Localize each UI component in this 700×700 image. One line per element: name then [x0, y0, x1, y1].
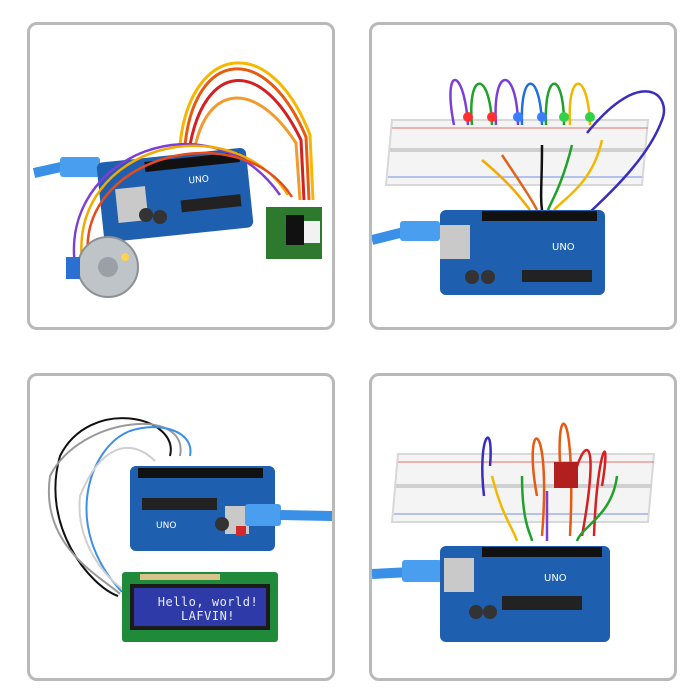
led-red-2 [487, 112, 497, 122]
board-label: UNO [544, 573, 567, 584]
stepper-driver-board [266, 207, 322, 259]
led-scene: UNO [372, 78, 666, 295]
stepper-scene: UNO [32, 61, 322, 298]
panel-stepper-motor: UNO [27, 22, 335, 330]
seven-segment-display [554, 462, 578, 488]
usb-plug [400, 221, 440, 241]
board-label: UNO [552, 242, 575, 253]
board-label: UNO [156, 521, 176, 531]
led-red [463, 112, 473, 122]
led-green [559, 112, 569, 122]
lcd-screen [134, 588, 266, 626]
led-blue [513, 112, 523, 122]
usb-plug [245, 504, 281, 526]
lcd-module [122, 572, 278, 642]
panel-lcd-display: UNO Hello, world! LAFVIN! [27, 373, 335, 681]
breadboard-scene: UNO [372, 422, 656, 642]
panel-led-breadboard: UNO [369, 22, 677, 330]
arduino-board: UNO [440, 210, 605, 295]
board-label: UNO [188, 174, 209, 186]
lcd-scene: UNO [47, 417, 332, 642]
stepper-motor [66, 236, 139, 298]
lcd-line-2: LAFVIN! [180, 609, 236, 623]
led-blue-2 [537, 112, 547, 122]
led-green-2 [585, 112, 595, 122]
panel-breadboard-display: UNO [369, 373, 677, 681]
lcd-text: Hello, world! LAFVIN! [143, 595, 273, 623]
usb-plug [402, 560, 442, 582]
usb-plug [60, 157, 100, 177]
arduino-board: UNO [440, 546, 610, 642]
lcd-line-1: Hello, world! [157, 595, 259, 609]
arduino-board: UNO [96, 147, 254, 243]
breadboard [384, 119, 650, 186]
